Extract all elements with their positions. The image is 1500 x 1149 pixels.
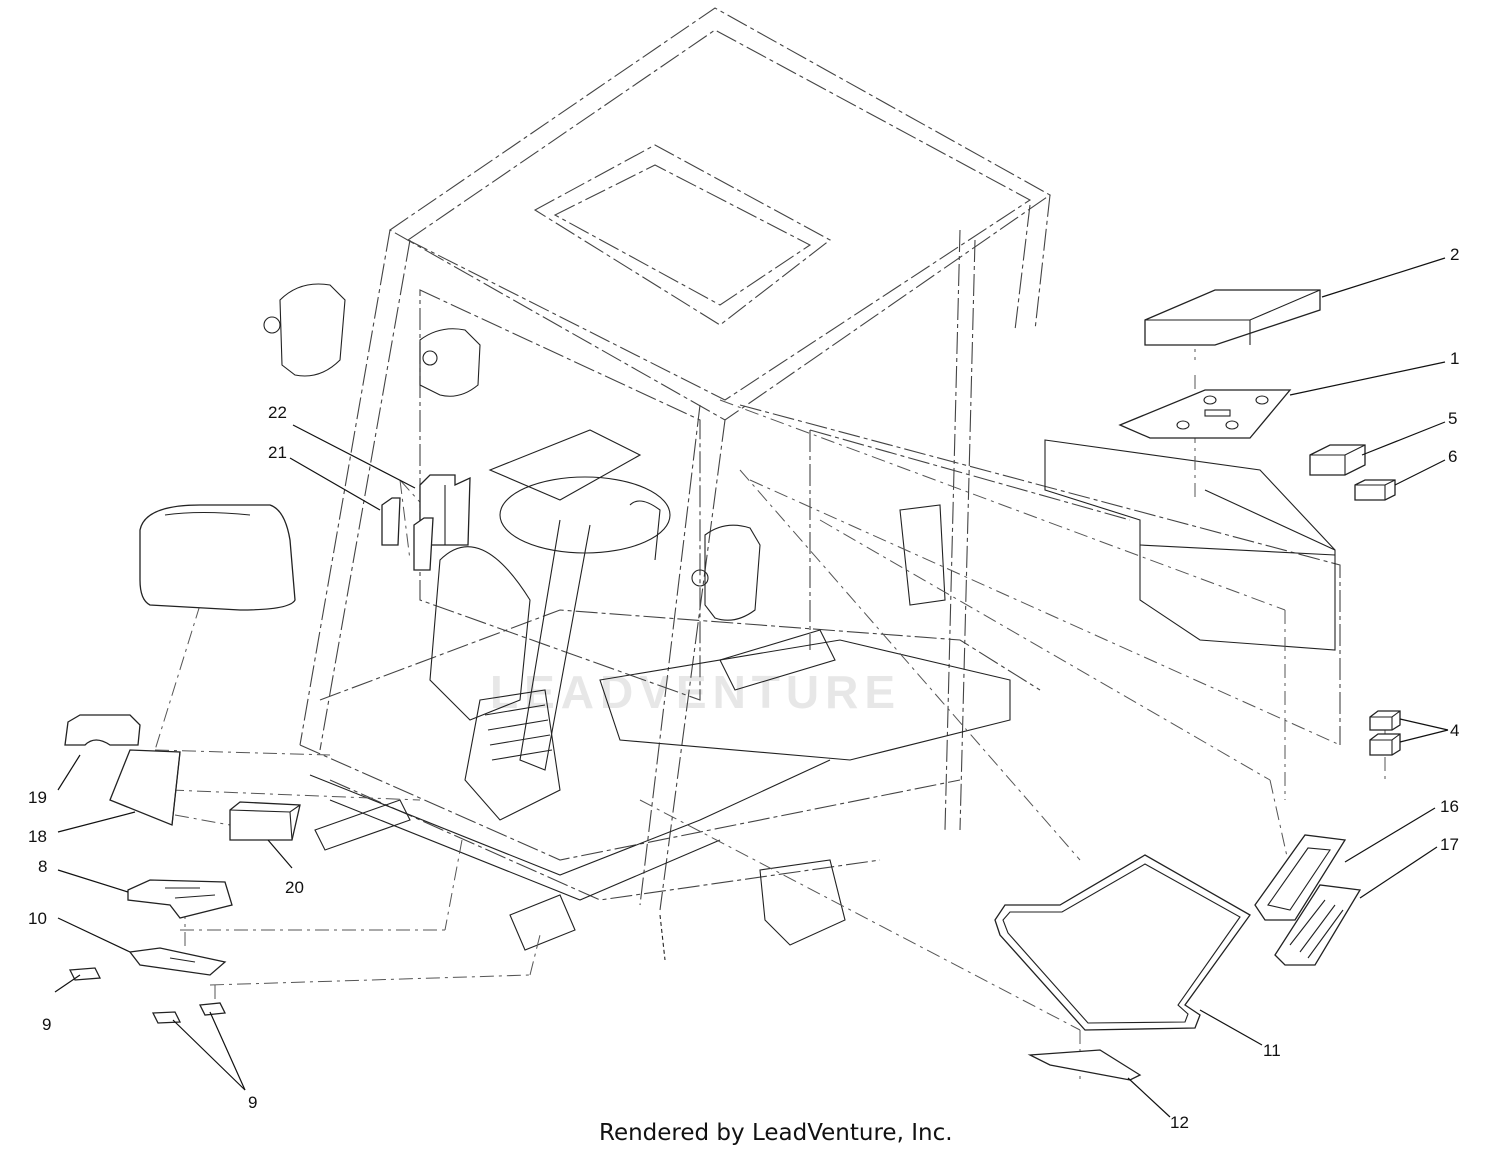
callout-12: 12 — [1170, 1113, 1189, 1132]
part-12-pad — [1027, 1049, 1142, 1081]
callout-1: 1 — [1450, 349, 1459, 368]
part-17-pad — [1274, 884, 1362, 966]
callout-6: 6 — [1448, 447, 1457, 466]
callout-10: 10 — [28, 909, 47, 928]
part-10-plate — [128, 947, 227, 976]
part-5-block — [1309, 444, 1366, 476]
callout-5: 5 — [1448, 409, 1457, 428]
callout-18: 18 — [28, 827, 47, 846]
part-1-plate — [1118, 389, 1292, 439]
callout-21: 21 — [268, 443, 287, 462]
part-19-pad — [64, 714, 141, 746]
callout-17: 17 — [1440, 835, 1459, 854]
part-21-block — [381, 497, 434, 571]
callout-19: 19 — [28, 788, 47, 807]
callout-2: 2 — [1450, 245, 1459, 264]
machine-body — [263, 283, 1336, 961]
leader-lines — [54, 257, 1449, 1118]
watermark-text: LEADVENTURE — [490, 666, 901, 718]
part-18-pad — [109, 749, 181, 826]
callout-9b: 9 — [248, 1093, 257, 1112]
part-2-cushion — [1144, 289, 1321, 346]
part-20-pad — [229, 801, 301, 841]
callout-22: 22 — [268, 403, 287, 422]
part-seat — [139, 504, 296, 611]
callout-labels: 2 1 5 6 4 16 17 11 12 22 21 19 18 20 8 1… — [28, 245, 1459, 1132]
part-4-bumpers — [1369, 710, 1401, 756]
part-11-floor-mat — [994, 854, 1251, 1031]
callout-11: 11 — [1263, 1041, 1281, 1060]
part-6-block — [1354, 479, 1396, 501]
callout-20: 20 — [285, 878, 304, 897]
footer-credit: Rendered by LeadVenture, Inc. — [599, 1120, 953, 1146]
callout-9a: 9 — [42, 1015, 51, 1034]
part-9-pads — [68, 967, 227, 1024]
part-8-block — [127, 879, 233, 919]
part-16-pad — [1254, 834, 1347, 921]
callout-4: 4 — [1450, 721, 1459, 740]
callout-8: 8 — [38, 857, 47, 876]
callout-16: 16 — [1440, 797, 1459, 816]
